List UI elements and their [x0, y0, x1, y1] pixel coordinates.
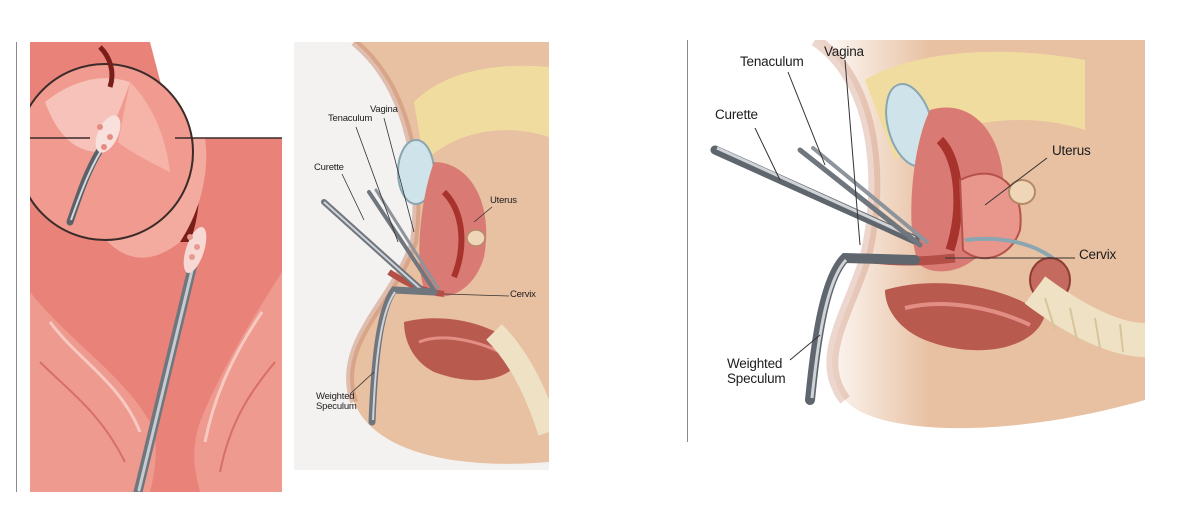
sagittal-section-small: Tenaculum Vagina Curette Uterus Cervix W…: [294, 42, 549, 470]
label-weighted-speculum: Weighted Speculum: [316, 391, 357, 413]
label-tenaculum: Tenaculum: [328, 113, 373, 124]
center-divider: [687, 40, 688, 442]
curettage-closeup-illustration: [30, 42, 282, 492]
label-uterus: Uterus: [1052, 143, 1091, 158]
label-curette: Curette: [314, 162, 344, 173]
label-tenaculum: Tenaculum: [740, 54, 804, 69]
label-vagina: Vagina: [824, 44, 864, 59]
left-divider: [16, 42, 17, 492]
label-uterus: Uterus: [490, 195, 517, 206]
label-cervix: Cervix: [510, 289, 536, 300]
label-cervix: Cervix: [1079, 247, 1117, 262]
label-vagina: Vagina: [370, 104, 398, 115]
sagittal-section-large: Tenaculum Vagina Curette Uterus Cervix W…: [705, 40, 1145, 440]
label-weighted-speculum: Weighted Speculum: [727, 356, 786, 386]
label-curette: Curette: [715, 107, 758, 122]
